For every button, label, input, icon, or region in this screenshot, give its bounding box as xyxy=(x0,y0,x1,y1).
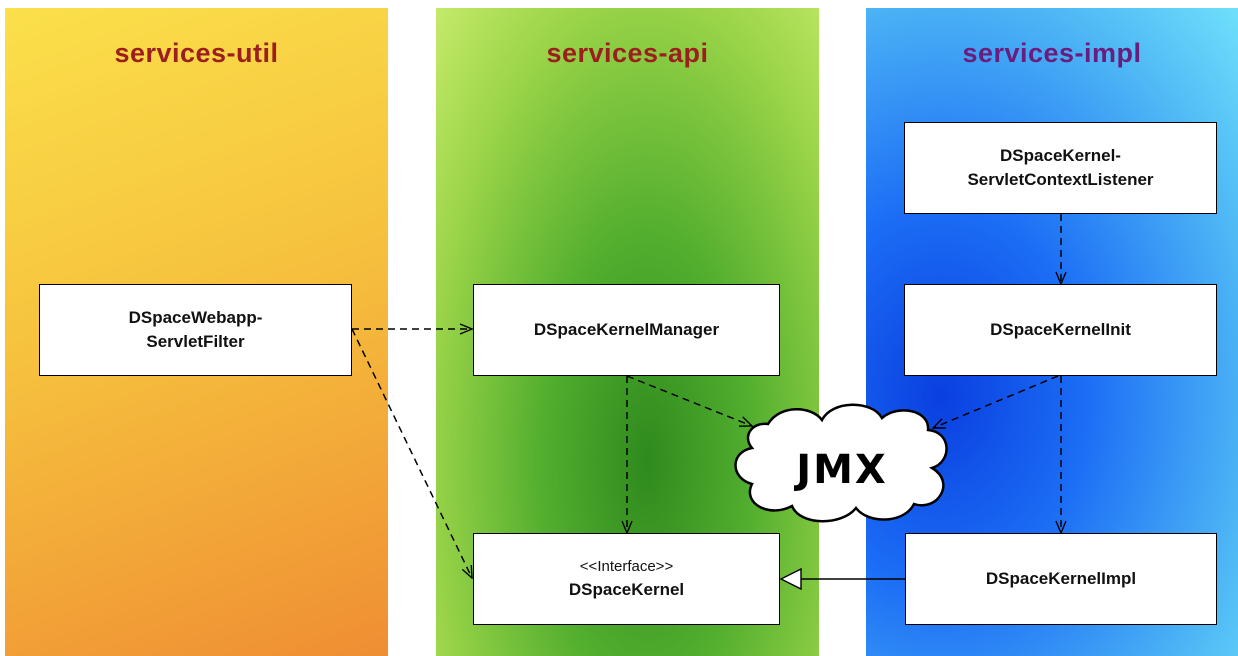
services-util-title: services-util xyxy=(114,38,279,68)
kernel-impl-label: DSpaceKernelImpl xyxy=(985,569,1137,588)
kernel-interface-box: <<Interface>> DSpaceKernel xyxy=(473,533,780,625)
context-listener-line1: DSpaceKernel- xyxy=(1000,146,1121,165)
context-listener-box: DSpaceKernel- ServletContextListener xyxy=(904,122,1217,214)
edge-manager-to-jmx xyxy=(626,375,752,426)
jmx-cloud-shape xyxy=(734,403,948,523)
webapp-servlet-filter-line2: ServletFilter xyxy=(146,332,245,351)
services-impl-title: services-impl xyxy=(962,38,1142,68)
edge-init-to-jmx xyxy=(933,375,1059,428)
context-listener-line2: ServletContextListener xyxy=(967,170,1154,189)
kernel-impl-box: DSpaceKernelImpl xyxy=(905,533,1217,625)
webapp-servlet-filter-line1: DSpaceWebapp- xyxy=(128,308,263,327)
kernel-init-box: DSpaceKernelInit xyxy=(904,284,1217,376)
kernel-init-label: DSpaceKernelInit xyxy=(990,320,1131,339)
kernel-interface-label: DSpaceKernel xyxy=(568,580,685,599)
edge-filter-to-kernel xyxy=(351,328,472,578)
kernel-interface-stereotype: <<Interface>> xyxy=(579,558,674,575)
webapp-servlet-filter-box: DSpaceWebapp- ServletFilter xyxy=(39,284,352,376)
kernel-manager-box: DSpaceKernelManager xyxy=(473,284,780,376)
jmx-label: JMX xyxy=(796,447,888,493)
kernel-manager-label: DSpaceKernelManager xyxy=(533,320,720,339)
services-api-title: services-api xyxy=(546,38,709,68)
